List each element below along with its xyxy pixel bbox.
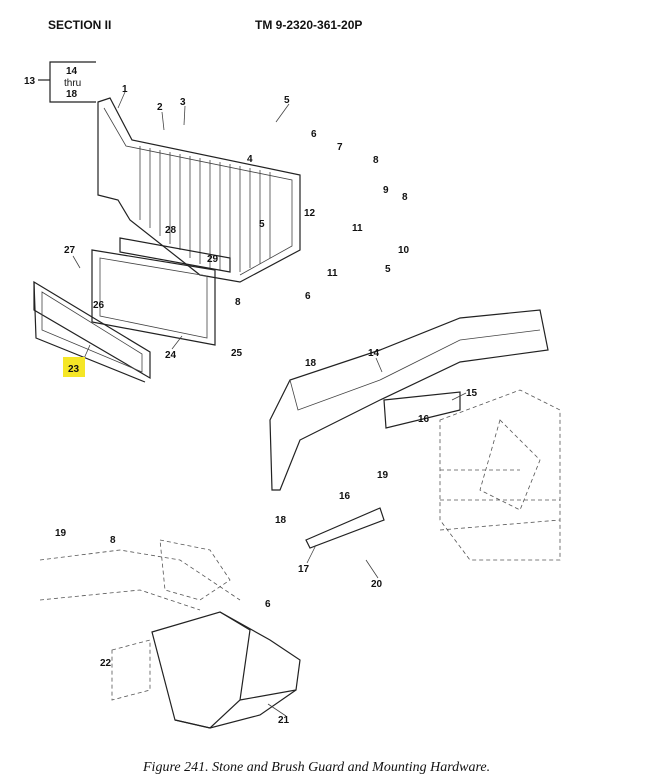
callout: 14 [368,348,380,359]
callout: 18 [305,358,317,369]
callout: 11 [327,268,338,279]
frame-rail [269,309,561,561]
callout: 3 [180,97,186,108]
callout: 10 [398,245,410,256]
highlight-marker [63,357,85,377]
callout: 16 [418,414,430,425]
callout: 19 [55,528,67,539]
callout-13: 13 [24,76,36,87]
callout: 8 [402,192,408,203]
callout: 6 [311,129,317,140]
callout: 1 [122,84,128,95]
callout: 22 [100,658,112,669]
callout: 7 [337,142,343,153]
callout-highlighted: 23 [68,364,80,375]
callout: 19 [377,470,389,481]
brush-guard [97,97,301,283]
callout: 25 [231,348,243,359]
callout: 18 [275,515,287,526]
section-heading: SECTION II [48,18,112,32]
callout: 8 [235,297,241,308]
callout: 15 [466,388,478,399]
callout: 28 [165,225,177,236]
callout: 16 [339,491,351,502]
range-word: thru [64,78,81,89]
callout: 5 [385,264,391,275]
callout: 8 [110,535,116,546]
callout: 8 [373,155,379,166]
bracket-group: 13 14 thru 18 [24,61,96,103]
range-end: 18 [66,89,78,100]
leader-lines [72,91,467,717]
callout: 17 [298,564,310,575]
screens [33,237,231,383]
callout: 20 [371,579,383,590]
callout: 6 [305,291,311,302]
callout: 29 [207,254,219,265]
callout: 12 [304,208,316,219]
callout: 24 [165,350,177,361]
callout: 5 [259,219,265,230]
callout: 5 [284,95,290,106]
figure-caption: Figure 241. Stone and Brush Guard and Mo… [143,760,491,775]
callout: 27 [64,245,76,256]
callout: 26 [93,300,105,311]
callout: 11 [352,223,363,234]
callout: 21 [278,715,290,726]
skid-plate [39,539,301,729]
range-start: 14 [66,66,78,77]
callouts: 1 2 3 5 6 7 4 8 9 8 12 11 10 11 5 5 28 2… [55,84,478,726]
manual-number: TM 9-2320-361-20P [255,18,363,32]
callout: 4 [247,154,253,165]
callout: 2 [157,102,163,113]
callout: 6 [265,599,271,610]
callout: 9 [383,185,389,196]
